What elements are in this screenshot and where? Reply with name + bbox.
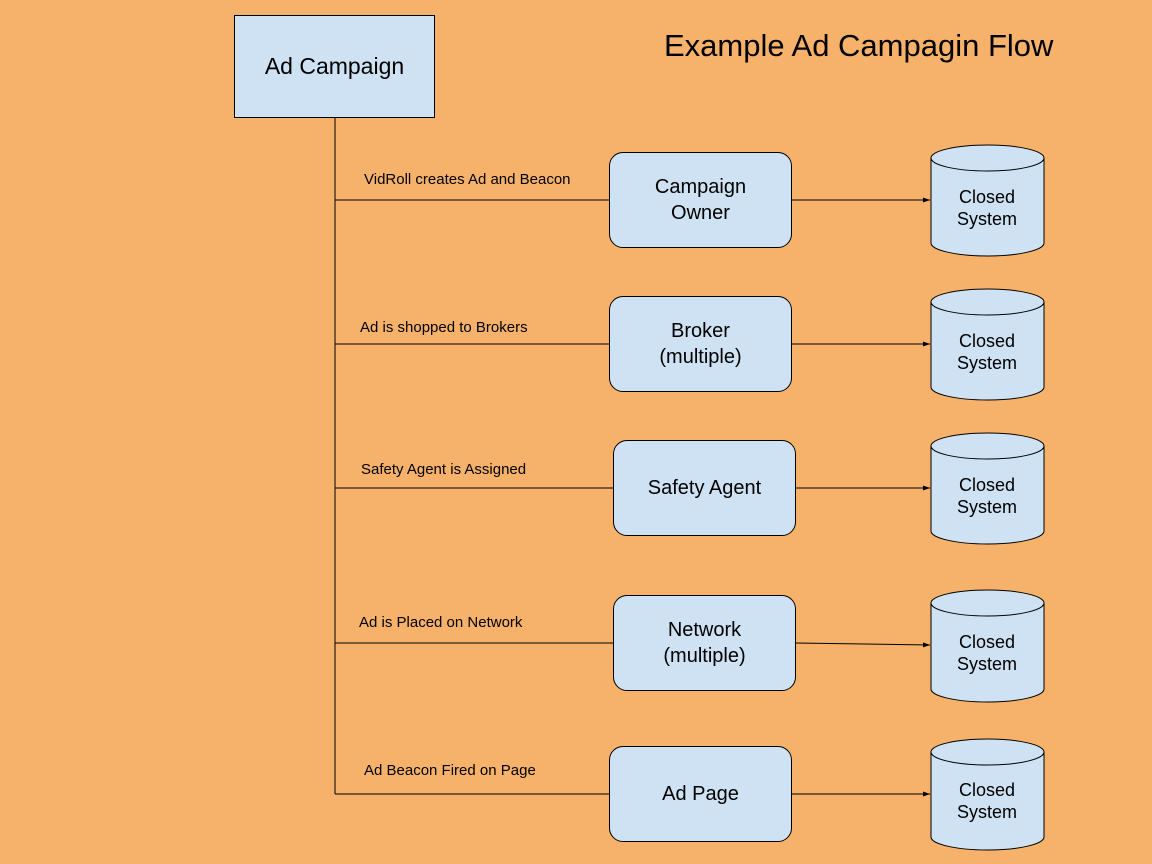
node-network: Network (multiple) [613, 595, 796, 691]
closed-system-label-3: Closed System [956, 475, 1017, 517]
closed-system-cylinder-top-4 [930, 589, 1045, 617]
closed-system-cylinder-3 [930, 445, 1045, 545]
closed-system-cylinder-5 [930, 751, 1045, 851]
closed-system-cylinder-top-3 [930, 432, 1045, 460]
edge-label-ad-page: Ad Beacon Fired on Page [364, 762, 536, 779]
closed-system-label-4: Closed System [956, 632, 1017, 674]
closed-system-cylinder-top-2 [930, 288, 1045, 316]
closed-system-label-1: Closed System [956, 187, 1017, 229]
edge-label-broker: Ad is shopped to Brokers [360, 319, 528, 336]
node-broker: Broker (multiple) [609, 296, 792, 392]
closed-system-cylinder-1 [930, 157, 1045, 257]
node-safety-agent-label: Safety Agent [647, 477, 762, 499]
ad-campaign-box: Ad Campaign [234, 15, 435, 118]
closed-system-cylinder-top-5 [930, 738, 1045, 766]
closed-system-label-2: Closed System [956, 331, 1017, 373]
node-broker-label: Broker (multiple) [659, 320, 742, 368]
node-safety-agent: Safety Agent [613, 440, 796, 536]
arrow-to-closed-system-4 [795, 642, 931, 648]
closed-system-cylinder-2 [930, 301, 1045, 401]
node-ad-page-label: Ad Page [662, 783, 739, 805]
node-campaign-owner-label: Campaign Owner [654, 176, 747, 224]
node-campaign-owner: Campaign Owner [609, 152, 792, 248]
edge-label-safety-agent: Safety Agent is Assigned [361, 461, 527, 478]
page-title: Example Ad Campagin Flow [664, 28, 1054, 63]
node-network-label: Network (multiple) [663, 619, 746, 667]
ad-campaign-label: Ad Campaign [264, 53, 405, 79]
closed-system-cylinder-top-1 [930, 144, 1045, 172]
edge-label-campaign-owner: VidRoll creates Ad and Beacon [364, 171, 571, 188]
closed-system-cylinder-4 [930, 602, 1045, 703]
edge-label-network: Ad is Placed on Network [359, 614, 523, 631]
closed-system-label-5: Closed System [956, 780, 1017, 822]
node-ad-page: Ad Page [609, 746, 792, 842]
